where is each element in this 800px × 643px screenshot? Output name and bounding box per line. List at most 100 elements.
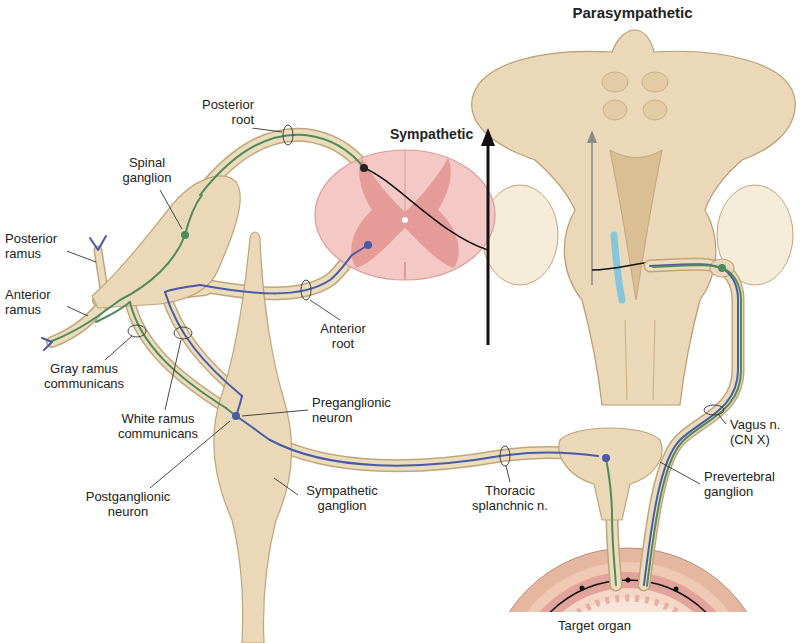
postganglionic-fiber xyxy=(96,302,130,322)
postganglionic-fiber xyxy=(612,515,616,585)
vagal-fiber xyxy=(647,265,741,586)
leader-loop xyxy=(283,125,293,145)
colliculus xyxy=(603,100,627,120)
postganglionic-fiber xyxy=(606,458,612,515)
neuron-soma xyxy=(360,164,368,172)
leader-line xyxy=(64,250,96,262)
colliculus xyxy=(602,72,628,92)
leader-line xyxy=(274,478,298,495)
nerve-fills xyxy=(52,135,738,585)
sensory-neuron xyxy=(52,235,185,341)
nerve-tube xyxy=(270,440,598,466)
preganglionic-fiber xyxy=(200,255,352,293)
part-label: Vagus n. (CN X) xyxy=(728,418,796,448)
peduncle-cut xyxy=(482,185,558,285)
section-heading: Sympathetic xyxy=(388,126,475,142)
section-heading: Parasympathetic xyxy=(560,4,705,21)
plexus-node xyxy=(626,578,631,583)
part-label: Spinal ganglion xyxy=(114,156,180,186)
leader-loop xyxy=(704,405,724,415)
central-canal xyxy=(402,217,408,223)
leader-line xyxy=(506,466,510,482)
enteric-plexus xyxy=(518,580,738,612)
leader-line xyxy=(310,300,340,320)
colliculus xyxy=(643,100,667,120)
leader-line xyxy=(718,414,726,424)
part-label: Postganglionic neuron xyxy=(76,490,180,520)
pyramid-line xyxy=(625,320,627,400)
leader-line xyxy=(252,128,282,132)
organ-wall xyxy=(486,548,770,612)
organ-layer xyxy=(500,562,756,612)
part-label: Prevertebral ganglion xyxy=(702,470,796,500)
nerve-tube xyxy=(612,515,616,585)
median-fissure xyxy=(404,262,405,280)
posterior-septum xyxy=(405,150,406,212)
ramus-ending xyxy=(42,338,52,350)
leader-line xyxy=(105,336,132,360)
nerve-tube xyxy=(200,255,352,293)
plexus-node xyxy=(580,586,585,591)
part-label: Anterior root xyxy=(310,322,376,352)
leader-line xyxy=(165,340,181,410)
part-label: Thoracic splanchnic n. xyxy=(458,484,562,514)
sensory-neuron xyxy=(185,195,202,235)
leader-line xyxy=(660,462,700,484)
sensory-neuron xyxy=(200,135,364,195)
organ-submucosa xyxy=(526,588,730,612)
brainstem-outline xyxy=(472,30,796,405)
leader-line xyxy=(64,305,88,316)
leader-loop xyxy=(128,325,146,337)
part-label: Posterior root xyxy=(188,98,256,128)
leader-loop xyxy=(500,446,510,466)
part-label: Posterior ramus xyxy=(3,232,67,262)
target-organ xyxy=(486,548,770,612)
nerve-outlines xyxy=(52,135,738,585)
part-label: Preganglionic neuron xyxy=(310,396,414,426)
neuron-soma xyxy=(232,412,240,420)
part-label: Target organ xyxy=(556,619,633,634)
part-label: Gray ramus communicans xyxy=(36,362,132,392)
neuron-soma xyxy=(181,231,189,239)
neuron-soma xyxy=(364,241,372,249)
preganglionic-fiber xyxy=(270,440,598,466)
part-label: Anterior ramus xyxy=(3,288,67,318)
leaders xyxy=(64,125,726,495)
sensory-fiber xyxy=(592,262,652,270)
nerve-outline xyxy=(612,515,616,585)
ascending-arrow xyxy=(591,142,593,285)
leader-line xyxy=(242,410,308,416)
arrowhead xyxy=(587,130,597,143)
nerve-outline xyxy=(270,440,598,466)
leader-loop xyxy=(174,327,192,339)
pyramid-line xyxy=(653,320,655,400)
part-label: White ramus communicans xyxy=(112,412,204,442)
organ-muscle xyxy=(510,572,746,612)
sympathetic-arrow xyxy=(487,142,490,345)
leader-loop xyxy=(301,280,311,300)
vagal-fiber xyxy=(644,264,738,585)
leader-line xyxy=(160,190,182,229)
neuron-soma xyxy=(718,264,726,272)
preganglionic-fiber xyxy=(236,396,270,440)
spinal-cord xyxy=(315,150,495,280)
neuron-soma xyxy=(602,454,610,462)
sensory-fiber xyxy=(364,168,488,250)
preganglionic-fiber xyxy=(165,292,242,396)
brainstem xyxy=(472,30,796,405)
rhomboid-fossa xyxy=(610,150,662,300)
nerve-outline xyxy=(200,255,352,293)
gray-matter xyxy=(351,158,405,268)
organ-mucosa xyxy=(536,598,720,612)
gray-matter xyxy=(405,158,459,268)
plexus-node xyxy=(674,587,679,592)
prevertebral-ganglion xyxy=(559,428,662,520)
white-matter xyxy=(315,150,495,280)
colliculus xyxy=(642,72,668,92)
preganglionic-fiber xyxy=(165,285,200,292)
arrowhead xyxy=(481,128,495,146)
ramus-ending xyxy=(90,236,106,250)
